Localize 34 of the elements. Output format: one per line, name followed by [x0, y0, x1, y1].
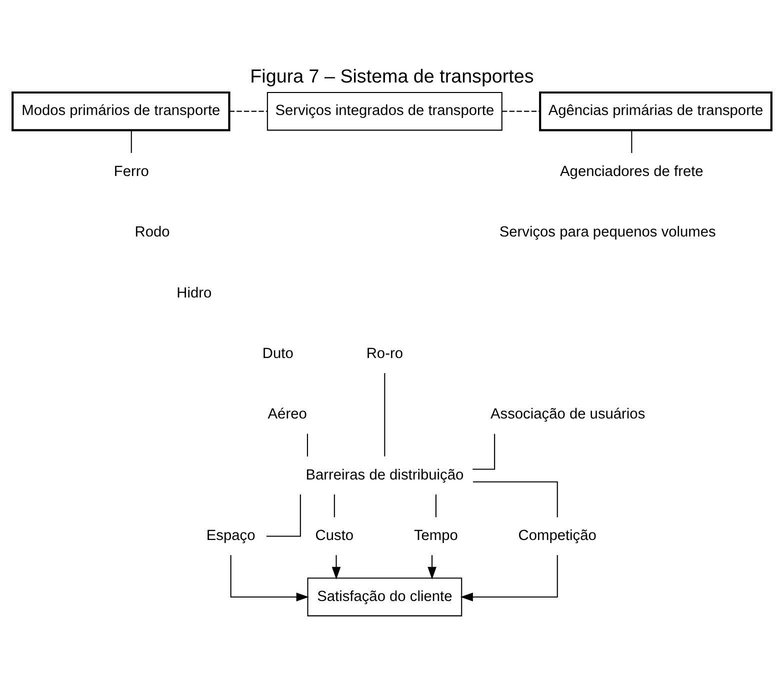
node-text: Ferro: [114, 164, 149, 180]
node-box: Satisfação do cliente: [307, 578, 462, 616]
connector: [130, 130, 132, 153]
node-box: Agências primárias de transporte: [539, 91, 772, 132]
node-text: Ro-ro: [366, 346, 403, 362]
node-text: Custo: [315, 528, 354, 544]
connector: [502, 110, 540, 112]
diagram-title: Figura 7 – Sistema de transportes: [250, 65, 534, 86]
node-text: Serviços para pequenos volumes: [499, 224, 716, 241]
node-text: Agenciadores de frete: [560, 164, 704, 180]
connector: [435, 494, 436, 518]
connector: [472, 434, 496, 470]
connector: [473, 481, 558, 518]
node-text: Competição: [518, 528, 596, 544]
connector: [229, 110, 268, 112]
arrow: [428, 555, 436, 580]
node-text: Barreiras de distribuição: [306, 467, 464, 484]
node-text: Hidro: [176, 285, 212, 302]
connector: [306, 434, 308, 456]
connector: [266, 494, 301, 537]
connector: [334, 494, 335, 518]
node-text: Tempo: [414, 528, 458, 544]
node-text: Duto: [262, 346, 294, 362]
node-box: Modos primários de transporte: [12, 91, 230, 132]
connector: [631, 130, 632, 153]
node-text: Rodo: [134, 224, 170, 241]
node-box: Serviços integrados de transporte: [266, 92, 502, 131]
arrow: [460, 555, 558, 602]
node-text: Associação de usuários: [490, 406, 646, 423]
arrow: [230, 555, 309, 602]
connector: [384, 373, 386, 456]
arrow: [332, 555, 341, 580]
node-text: Aéreo: [268, 406, 307, 423]
node-text: Espaço: [206, 528, 256, 544]
